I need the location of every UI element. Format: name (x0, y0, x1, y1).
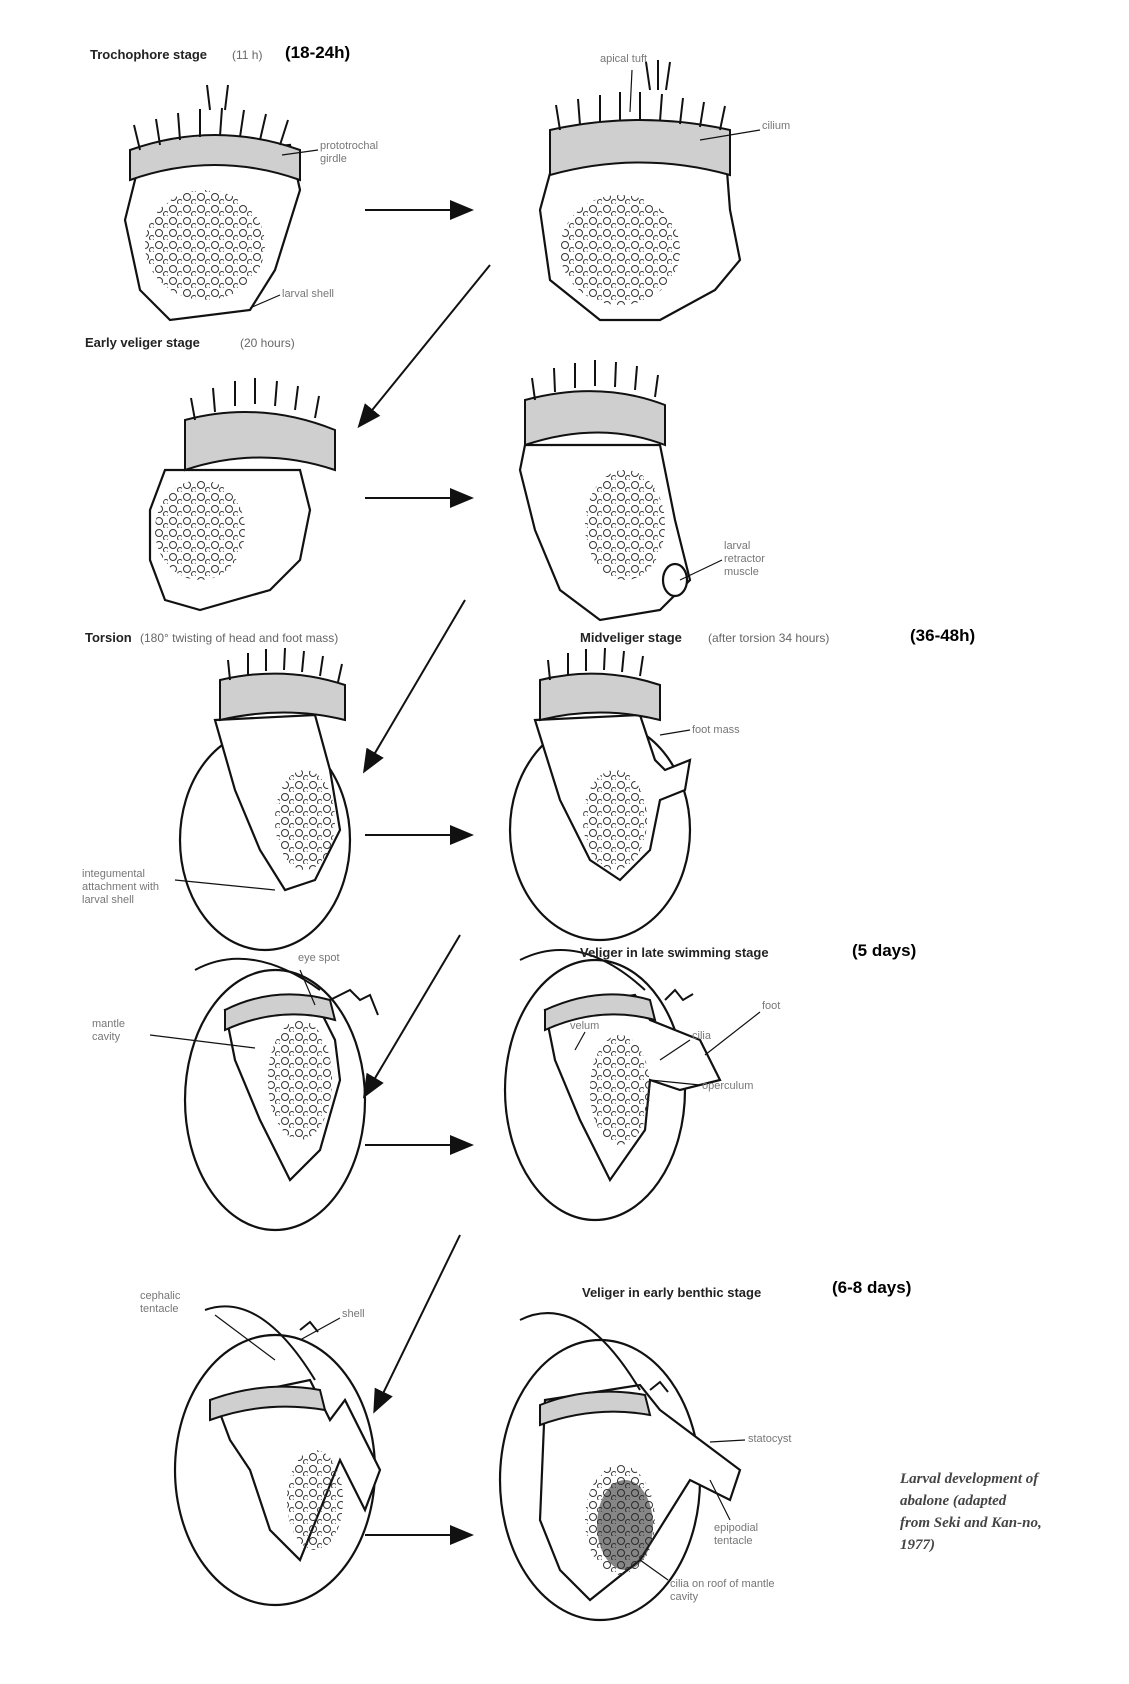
label-cephalic-tentacle: cephalic tentacle (140, 1290, 180, 1316)
midveliger-drawing (510, 648, 690, 940)
label-foot: foot (762, 1000, 780, 1013)
stage-time-early-benthic: (6-8 days) (832, 1278, 911, 1298)
stage-time-trochophore: (18-24h) (285, 43, 350, 63)
label-statocyst: statocyst (748, 1433, 791, 1446)
trochophore-2-drawing (540, 60, 740, 320)
label-velum: velum (570, 1020, 599, 1033)
progression-arrows (360, 210, 490, 1535)
torsion-larva-drawing (180, 648, 350, 950)
late-swimming-left-drawing (185, 959, 378, 1230)
label-prototrochal-girdle: prototrochal girdle (320, 140, 378, 166)
arrow-diag-4 (375, 1235, 460, 1410)
stage-sub-torsion: (180° twisting of head and foot mass) (140, 631, 338, 645)
label-shell: shell (342, 1308, 365, 1321)
label-attachment: integumental attachment with larval shel… (82, 868, 159, 907)
label-larval-retractor-muscle: larval retractor muscle (724, 540, 765, 579)
stage-time-midveliger: (36-48h) (910, 626, 975, 646)
stage-title-torsion: Torsion (85, 630, 132, 645)
figure-caption: Larval development of abalone (adapted f… (900, 1468, 1120, 1556)
stage-sub-trochophore: (11 h) (232, 48, 262, 62)
label-larval-shell: larval shell (282, 288, 334, 301)
trochophore-larva-drawing (125, 85, 300, 320)
stage-title-late-swimming: Veliger in late swimming stage (580, 945, 769, 960)
late-swimming-right-drawing (505, 950, 720, 1220)
early-veliger-2-drawing (520, 360, 690, 620)
label-apical-tuft: apical tuft (600, 53, 647, 66)
stage-title-trochophore: Trochophore stage (90, 47, 207, 62)
label-eye-spot: eye spot (298, 952, 340, 965)
label-mantle-cavity: mantle cavity (92, 1018, 125, 1044)
stage-sub-early-veliger: (20 hours) (240, 336, 295, 350)
stage-title-early-veliger: Early veliger stage (85, 335, 200, 350)
arrow-diag-1 (360, 265, 490, 425)
stage-sub-midveliger: (after torsion 34 hours) (708, 631, 829, 645)
label-foot-mass: foot mass (692, 724, 740, 737)
label-cilia: cilia (692, 1030, 711, 1043)
label-operculum: operculum (702, 1080, 753, 1093)
arrow-diag-3 (365, 935, 460, 1095)
label-epipodial-tentacle: epipodial tentacle (714, 1522, 758, 1548)
label-cilia-mantle: cilia on roof of mantle cavity (670, 1578, 775, 1604)
stage-title-midveliger: Midveliger stage (580, 630, 682, 645)
early-benthic-right-drawing (500, 1313, 740, 1620)
stage-time-late-swimming: (5 days) (852, 941, 916, 961)
stage-title-early-benthic: Veliger in early benthic stage (582, 1285, 761, 1300)
early-benthic-left-drawing (175, 1306, 380, 1605)
label-cilium: cilium (762, 120, 790, 133)
early-veliger-drawing (150, 378, 335, 610)
arrow-diag-2 (365, 600, 465, 770)
